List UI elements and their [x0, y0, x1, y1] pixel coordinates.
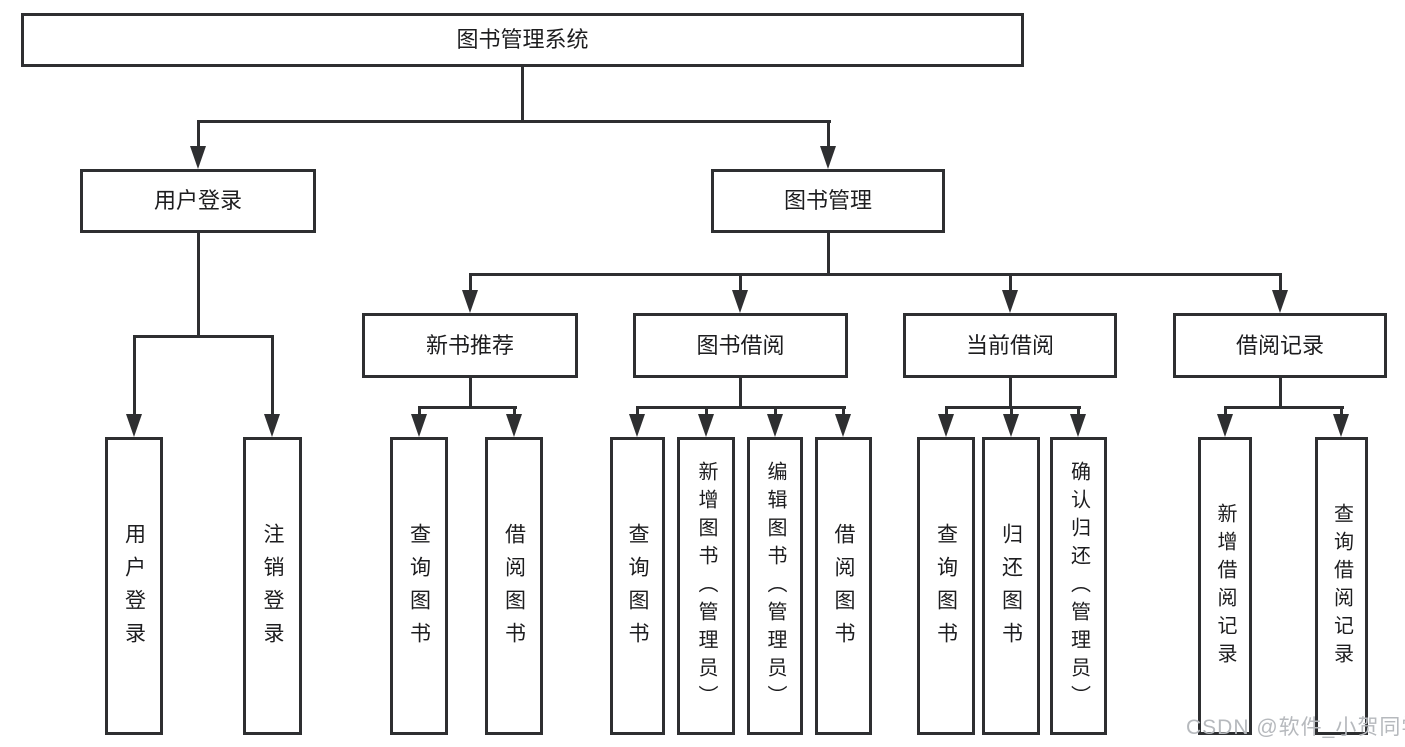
connector-drop-new-book-rec	[469, 273, 472, 292]
arrow-to-c2	[698, 414, 714, 437]
arrow-to-c1	[629, 414, 645, 437]
leaf-user-login: 用户登录	[105, 437, 163, 735]
connector-root-stem	[521, 67, 524, 120]
connector-book-borrow-stem	[739, 378, 742, 406]
connector-drop-book-mgmt	[827, 120, 830, 147]
connector-borrow-record-stem	[1279, 378, 1282, 406]
connector-book-mgmt-stem	[827, 233, 830, 273]
leaf-query-books: 查询图书	[610, 437, 665, 735]
node-new-book-rec: 新书推荐	[362, 313, 578, 378]
connector-user-login-stem	[197, 233, 200, 335]
arrow-to-b2	[506, 414, 522, 437]
connector-drop-e1	[1224, 406, 1227, 416]
connector-borrow-record-rail	[1224, 406, 1344, 409]
arrow-to-b1	[411, 414, 427, 437]
connector-drop-current-borrow	[1009, 273, 1012, 292]
connector-current-borrow-rail	[945, 406, 1081, 409]
leaf-borrow-books-rec: 借阅图书	[485, 437, 543, 735]
arrow-to-book-borrow	[732, 290, 748, 313]
arrow-to-new-book-rec	[462, 290, 478, 313]
leaf-edit-books-admin: 编辑图书（管理员）	[747, 437, 803, 735]
connector-new-book-rec-stem	[469, 378, 472, 406]
connector-drop-leaf-user-login	[133, 335, 136, 416]
arrow-to-e2	[1333, 414, 1349, 437]
leaf-logout: 注销登录	[243, 437, 302, 735]
connector-drop-b1	[418, 406, 421, 416]
leaf-query-books-rec: 查询图书	[390, 437, 448, 735]
node-root-system: 图书管理系统	[21, 13, 1024, 67]
node-user-login: 用户登录	[80, 169, 316, 233]
arrow-to-user-login	[190, 146, 206, 169]
connector-drop-e2	[1340, 406, 1343, 416]
arrow-to-leaf-logout	[264, 414, 280, 437]
connector-book-borrow-rail	[636, 406, 846, 409]
connector-drop-leaf-logout	[271, 335, 274, 416]
arrow-to-e1	[1217, 414, 1233, 437]
connector-current-borrow-stem	[1009, 378, 1012, 406]
arrow-to-d2	[1003, 414, 1019, 437]
leaf-query-borrow-record: 查询借阅记录	[1315, 437, 1368, 735]
arrow-to-borrow-record	[1272, 290, 1288, 313]
leaf-query-current: 查询图书	[917, 437, 975, 735]
connector-drop-borrow-record	[1279, 273, 1282, 292]
arrow-to-c4	[835, 414, 851, 437]
connector-drop-book-borrow	[739, 273, 742, 292]
node-book-mgmt: 图书管理	[711, 169, 945, 233]
node-current-borrow: 当前借阅	[903, 313, 1117, 378]
arrow-to-c3	[767, 414, 783, 437]
connector-drop-d2	[1010, 406, 1013, 416]
arrow-to-d3	[1070, 414, 1086, 437]
connector-drop-d1	[945, 406, 948, 416]
arrow-to-d1	[938, 414, 954, 437]
connector-drop-d3	[1077, 406, 1080, 416]
connector-user-login-rail	[133, 335, 274, 338]
csdn-watermark: CSDN @软件_小贺同学	[1186, 716, 1405, 739]
connector-drop-user-login	[197, 120, 200, 147]
arrow-to-book-mgmt	[820, 146, 836, 169]
leaf-confirm-return-admin: 确认归还（管理员）	[1050, 437, 1107, 735]
arrow-to-leaf-user-login	[126, 414, 142, 437]
connector-book-mgmt-rail	[469, 273, 1282, 276]
connector-drop-c2	[705, 406, 708, 416]
connector-drop-c1	[636, 406, 639, 416]
connector-new-book-rec-rail	[418, 406, 517, 409]
node-book-borrow: 图书借阅	[633, 313, 848, 378]
connector-drop-c3	[774, 406, 777, 416]
arrow-to-current-borrow	[1002, 290, 1018, 313]
leaf-add-books-admin: 新增图书（管理员）	[677, 437, 735, 735]
connector-drop-c4	[842, 406, 845, 416]
connector-root-rail	[197, 120, 831, 123]
connector-drop-b2	[513, 406, 516, 416]
leaf-return-books: 归还图书	[982, 437, 1040, 735]
leaf-borrow-books: 借阅图书	[815, 437, 872, 735]
node-borrow-record: 借阅记录	[1173, 313, 1387, 378]
leaf-add-borrow-record: 新增借阅记录	[1198, 437, 1252, 735]
